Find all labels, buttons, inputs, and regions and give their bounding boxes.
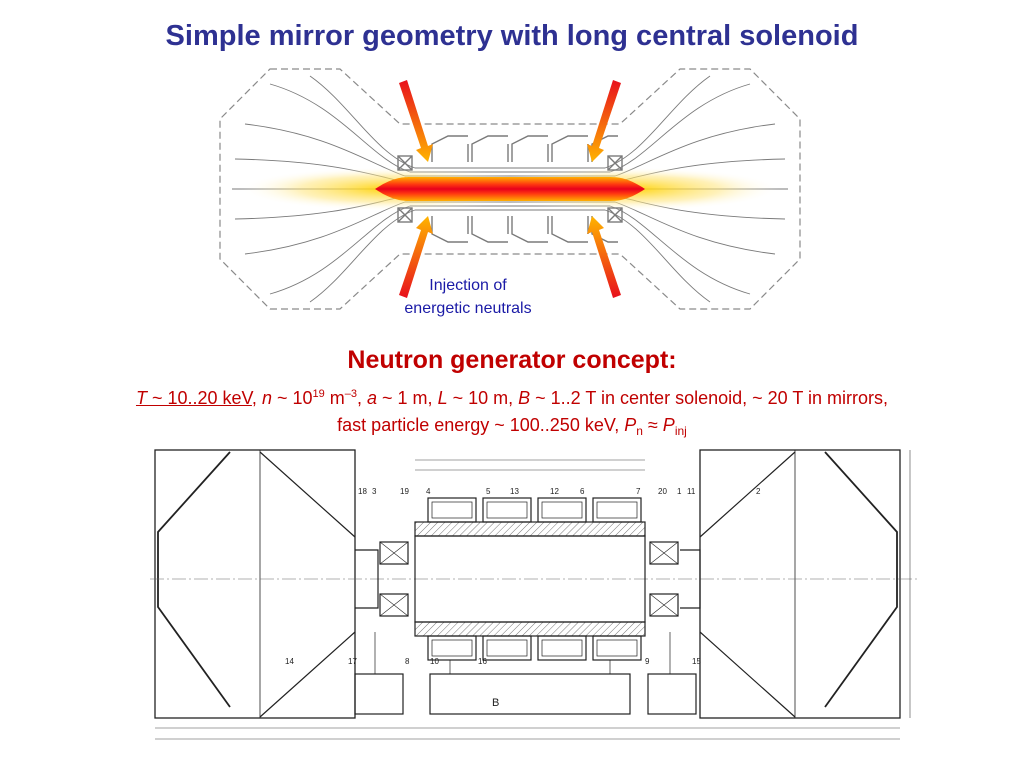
part-label-20: 20 [658,487,667,496]
B-value: ~ 1..2 T in center solenoid, ~ 20 T in m… [530,388,888,408]
part-label-7: 7 [636,487,641,496]
sep-2: , [357,388,368,408]
density-base: ~ 10 [271,388,313,408]
central-solenoid [414,497,646,661]
part-label-15: 15 [692,657,701,666]
a-symbol: a [367,388,378,408]
P-inj-symbol: P [662,415,675,435]
part-label-2: 2 [756,487,761,496]
P-symbol: P [624,415,637,435]
parameters-line-1: T ~ 10..20 keV, n ~ 1019 m–3, a ~ 1 m, L… [0,388,1024,409]
sep-1: , [251,388,262,408]
part-label-16: 16 [478,657,487,666]
part-label-5: 5 [486,487,491,496]
part-label-1: 1 [677,487,682,496]
part-label-19: 19 [400,487,409,496]
injection-label: Injection of energetic neutrals [368,274,568,320]
support-stands [354,632,697,715]
density-unit: m [324,388,345,408]
part-number-labels: 18 3 19 4 5 13 12 6 7 20 1 11 2 14 17 8 … [285,487,761,709]
neutral-injection-arrows [399,80,621,298]
page-title: Simple mirror geometry with long central… [165,20,859,52]
part-label-6: 6 [580,487,585,496]
a-value: ~ 1 m, [377,388,438,408]
fast-particle-energy: fast particle energy ~ 100..250 keV, [337,415,625,435]
L-symbol: L [437,388,448,408]
density-unit-exponent: –3 [344,388,357,400]
part-label-17: 17 [348,657,357,666]
section-mark: B [492,697,499,709]
part-label-10: 10 [430,657,439,666]
part-label-3: 3 [372,487,377,496]
part-label-4: 4 [426,487,431,496]
T-symbol: T [135,388,147,408]
plasma-column [375,177,645,201]
parameters-line-2: fast particle energy ~ 100..250 keV, Pn … [0,415,1024,438]
injection-label-line2: energetic neutrals [404,300,532,317]
injection-label-line1: Injection of [429,277,507,294]
concept-heading: Neutron generator concept: [347,346,677,374]
part-label-14: 14 [285,657,294,666]
L-value: ~ 10 m, [447,388,519,408]
dimension-lines [155,450,911,740]
part-label-13: 13 [510,487,519,496]
part-label-18: 18 [358,487,367,496]
P-subscript-inj: inj [674,424,687,438]
density-exponent: 19 [312,388,325,400]
T-range: ~ 10..20 keV [146,388,252,408]
n-symbol: n [261,388,272,408]
temperature-param: T ~ 10..20 keV [136,388,252,408]
part-label-9: 9 [645,657,650,666]
left-end-tank [154,449,356,719]
part-label-11: 11 [687,487,696,496]
vacuum-chamber-outline [219,68,801,310]
mirror-sections [355,541,701,617]
B-symbol: B [518,388,531,408]
mirror-geometry-diagram [219,68,801,310]
approx-sign: ≈ [642,415,663,435]
right-end-tank [699,449,901,719]
part-label-8: 8 [405,657,410,666]
P-subscript-n: n [636,424,643,438]
part-label-12: 12 [550,487,559,496]
technical-drawing: 18 3 19 4 5 13 12 6 7 20 1 11 2 14 17 8 … [150,449,920,740]
